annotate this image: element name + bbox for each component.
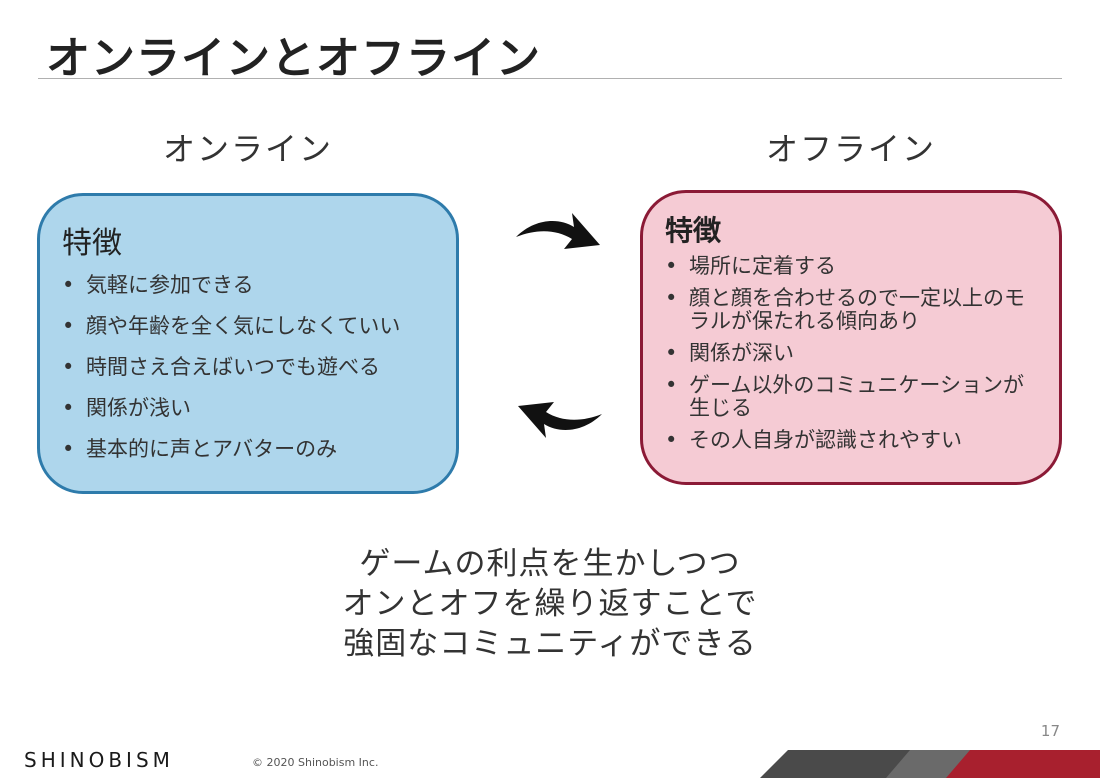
offline-feature-item: 場所に定着する [665, 255, 1043, 279]
slide-title: オンラインとオフライン [46, 33, 541, 84]
offline-feature-item: 顔と顔を合わせるので一定以上のモラルが保たれる傾向あり [665, 287, 1043, 333]
summary-line: ゲームの利点を生かしつつ [359, 546, 741, 582]
company-logo: SHINOBISM [24, 748, 174, 772]
offline-feature-item: ゲーム以外のコミュニケーションが生じる [665, 374, 1043, 420]
page-number: 17 [1040, 722, 1060, 740]
online-heading: オンライン [162, 130, 333, 168]
online-feature-item: 関係が浅い [62, 395, 440, 421]
online-box-heading: 特徴 [62, 226, 122, 261]
online-feature-item: 基本的に声とアバターのみ [62, 436, 440, 462]
offline-heading: オフライン [765, 130, 936, 168]
offline-box-heading: 特徴 [665, 214, 722, 247]
summary-text: ゲームの利点を生かしつつ オンとオフを繰り返すことで 強固なコミュニティができる [250, 544, 850, 664]
offline-feature-item: その人自身が認識されやすい [665, 429, 1043, 453]
curved-arrow-left-icon [518, 402, 602, 438]
offline-feature-list: 場所に定着する 顔と顔を合わせるので一定以上のモラルが保たれる傾向あり 関係が深… [665, 255, 1043, 453]
online-features-box: 特徴 気軽に参加できる 顔や年齢を全く気にしなくていい 時間さえ合えばいつでも遊… [37, 193, 459, 494]
curved-arrow-right-icon [516, 213, 600, 249]
footer-decoration [760, 750, 1100, 778]
logo-text: SHINOBISM [24, 748, 174, 772]
online-feature-item: 顔や年齢を全く気にしなくていい [62, 313, 440, 339]
summary-line: オンとオフを繰り返すことで [342, 586, 758, 622]
copyright: © 2020 Shinobism Inc. [252, 756, 379, 769]
title-divider [38, 78, 1062, 79]
offline-feature-item: 関係が深い [665, 342, 1043, 366]
online-feature-item: 気軽に参加できる [62, 272, 440, 298]
online-feature-list: 気軽に参加できる 顔や年齢を全く気にしなくていい 時間さえ合えばいつでも遊べる … [62, 272, 440, 462]
summary-line: 強固なコミュニティができる [343, 626, 757, 662]
offline-features-box: 特徴 場所に定着する 顔と顔を合わせるので一定以上のモラルが保たれる傾向あり 関… [640, 190, 1062, 485]
online-feature-item: 時間さえ合えばいつでも遊べる [62, 354, 440, 380]
